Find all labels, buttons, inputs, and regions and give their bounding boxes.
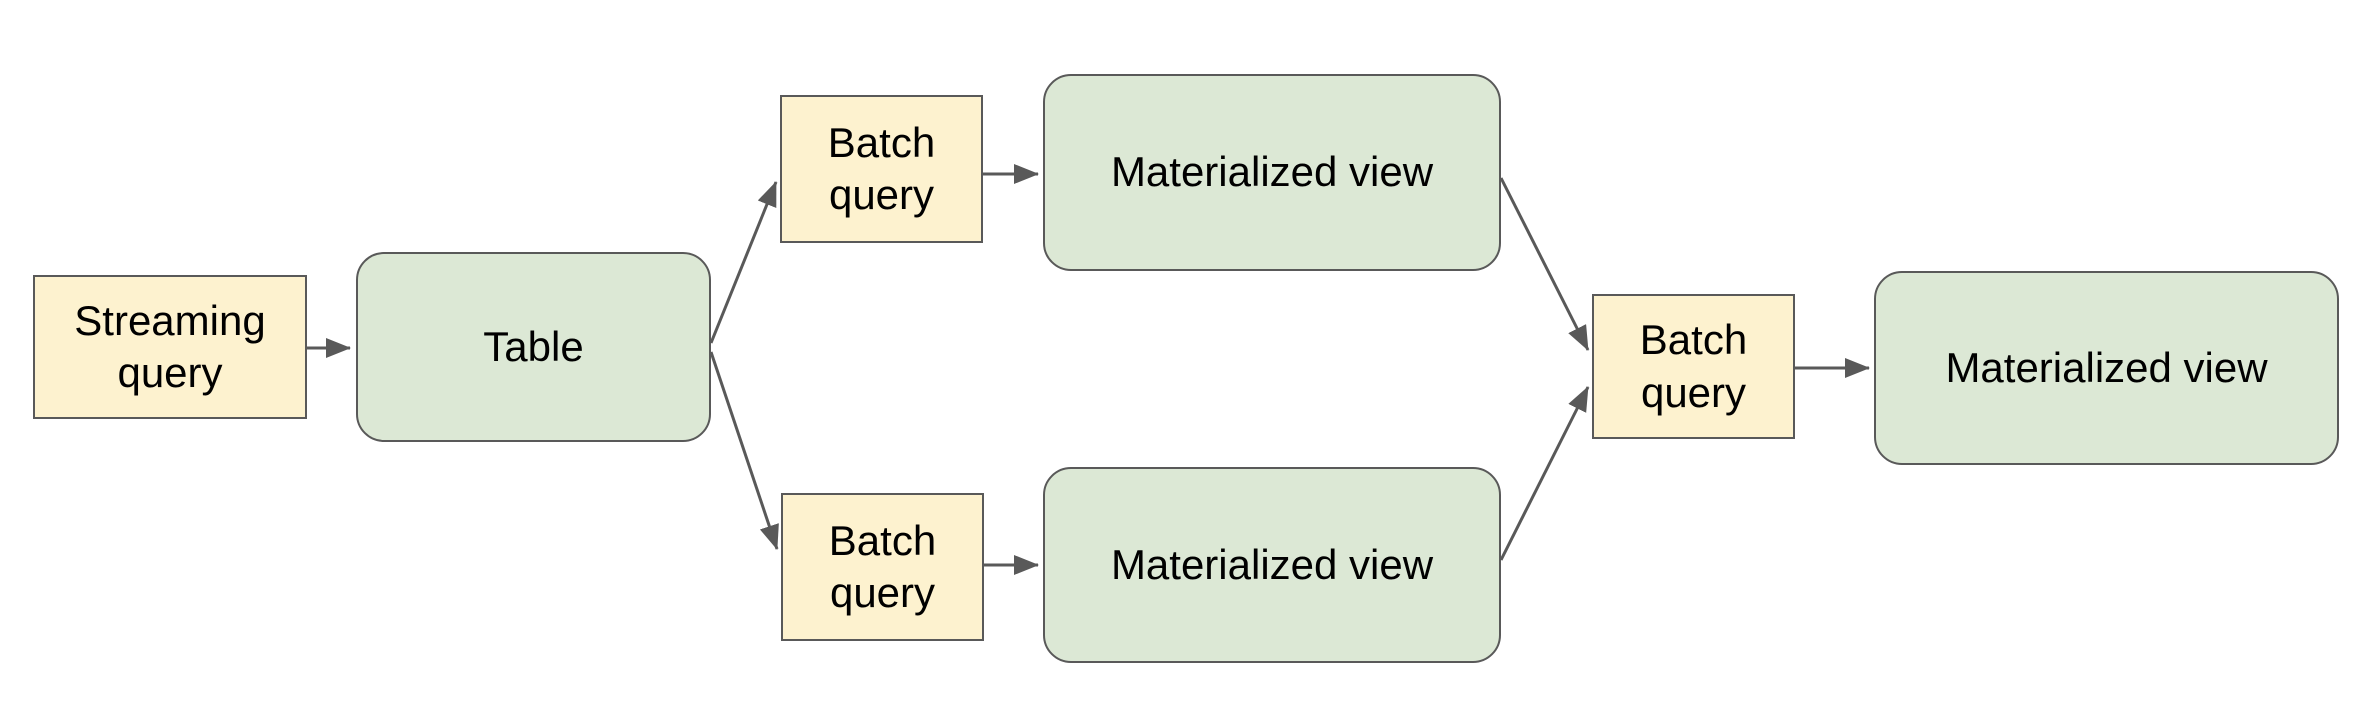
- node-materialized-view-bottom: Materialized view: [1043, 467, 1501, 663]
- node-materialized-view-right: Materialized view: [1874, 271, 2339, 465]
- arrow-matview-top-to-batch-center: [1499, 177, 1590, 351]
- node-label: Batch query: [1639, 316, 1748, 416]
- node-label: Batch query: [827, 118, 936, 219]
- node-streaming-query: Streaming query: [33, 275, 307, 419]
- arrow-matview-bottom-to-batch-center: [1499, 386, 1590, 561]
- node-label: Materialized view: [1110, 148, 1434, 196]
- node-batch-query-bottom: Batch query: [781, 493, 984, 641]
- arrow-table-to-batch-bottom: [709, 351, 779, 550]
- node-materialized-view-top: Materialized view: [1043, 74, 1501, 271]
- node-label: Materialized view: [1110, 540, 1434, 588]
- node-label: Streaming query: [74, 296, 266, 397]
- node-table: Table: [356, 252, 711, 442]
- node-label: Table: [483, 322, 584, 370]
- node-batch-query-top: Batch query: [780, 95, 983, 243]
- node-label: Materialized view: [1945, 343, 2268, 391]
- node-label: Batch query: [828, 516, 937, 617]
- node-batch-query-center: Batch query: [1592, 294, 1795, 439]
- arrow-table-to-batch-top: [709, 181, 778, 344]
